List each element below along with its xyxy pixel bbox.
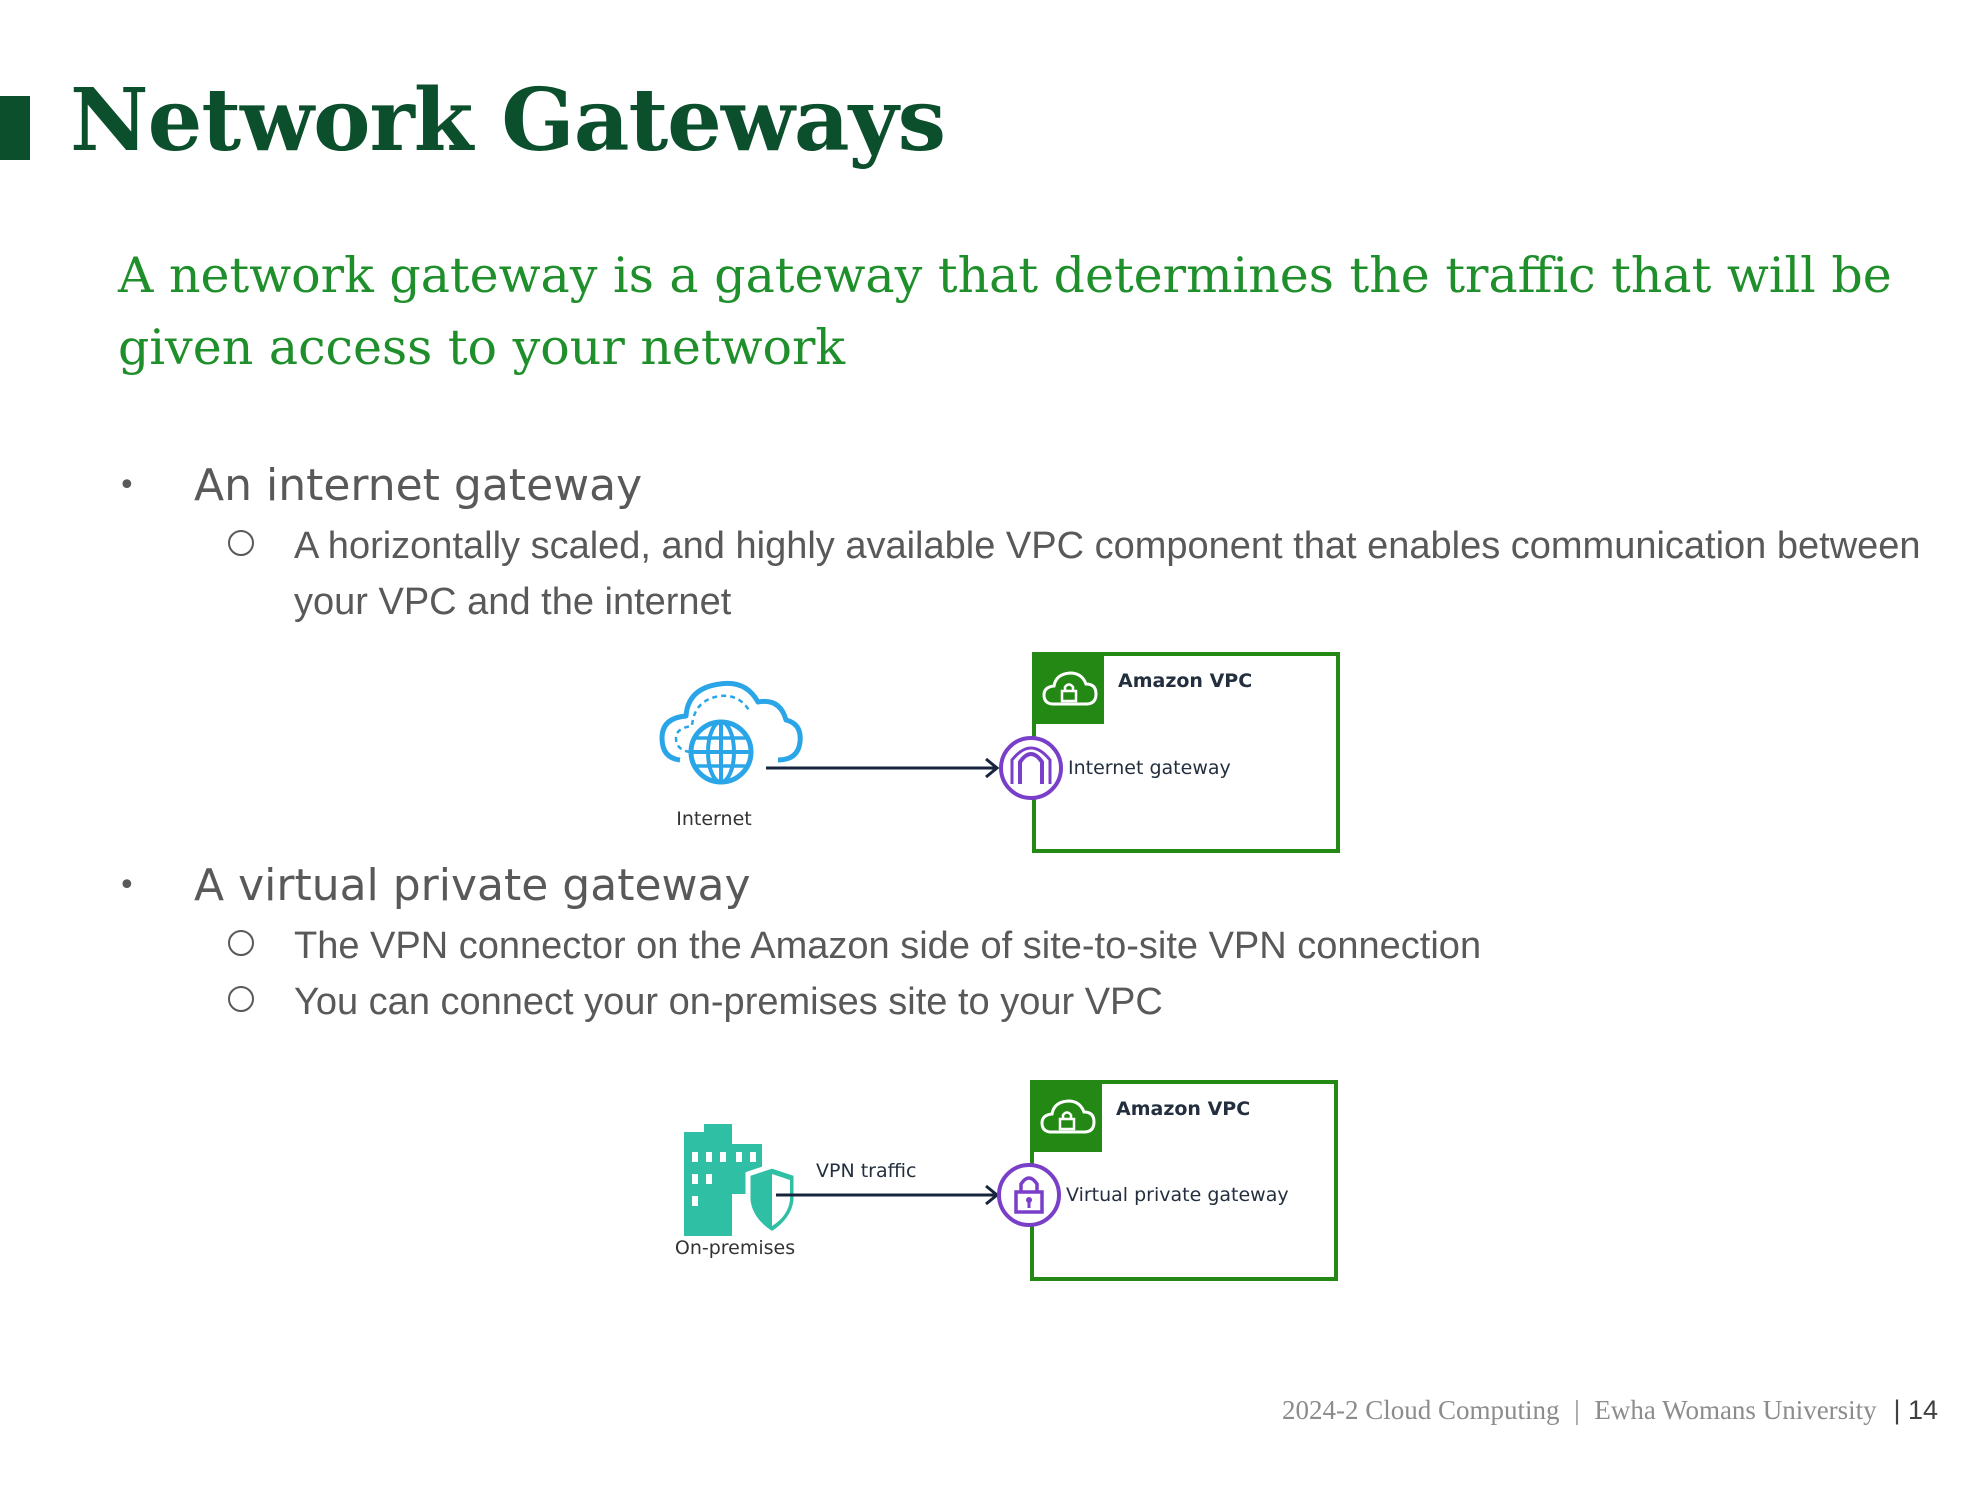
- arrow-icon: [766, 757, 1000, 779]
- on-premises-building-icon: [684, 1124, 799, 1237]
- bullet-dot-icon: •: [118, 468, 136, 503]
- virtual-private-gateway-lock-icon: [997, 1163, 1061, 1227]
- vpc-cloud-lock-icon: [1042, 671, 1098, 706]
- title-accent-bar: [0, 96, 30, 160]
- footer-university: Ewha Womans University: [1594, 1395, 1877, 1425]
- gateway-label: Virtual private gateway: [1066, 1184, 1289, 1206]
- subitem-text: A horizontally scaled, and highly availa…: [294, 525, 1921, 623]
- subitem-text: The VPN connector on the Amazon side of …: [294, 925, 1482, 967]
- page-number: | 14: [1893, 1395, 1938, 1425]
- slide-subtitle: A network gateway is a gateway that dete…: [118, 247, 1892, 376]
- bullet-label: An internet gateway: [194, 460, 643, 511]
- gateway-label: Internet gateway: [1068, 757, 1231, 779]
- on-premises-label: On-premises: [675, 1237, 795, 1259]
- vpc-label: Amazon VPC: [1118, 670, 1252, 692]
- slide-title: Network Gateways: [70, 70, 946, 171]
- footer-separator: |: [1574, 1395, 1580, 1425]
- bullet-label: A virtual private gateway: [194, 860, 751, 911]
- arrow-icon: [776, 1184, 1000, 1206]
- internet-gateway-diagram: Internet Amazon VPC Internet gateway: [659, 652, 1340, 853]
- bullet-dot-icon: •: [118, 868, 136, 903]
- hollow-circle-bullet-icon: [228, 930, 254, 956]
- internet-label: Internet: [676, 808, 751, 830]
- hollow-circle-bullet-icon: [228, 530, 254, 556]
- hollow-circle-bullet-icon: [228, 986, 254, 1012]
- virtual-private-gateway-diagram: On-premises VPN traffic Amazon VPC Virtu…: [675, 1080, 1338, 1281]
- slide-footer: 2024-2 Cloud Computing | Ewha Womans Uni…: [1282, 1395, 1938, 1426]
- internet-gateway-icon: [999, 736, 1063, 800]
- vpc-label: Amazon VPC: [1116, 1098, 1250, 1120]
- vpn-traffic-label: VPN traffic: [816, 1160, 916, 1182]
- subitem-text: You can connect your on-premises site to…: [294, 981, 1163, 1023]
- footer-course: 2024-2 Cloud Computing: [1281, 1395, 1560, 1425]
- vpc-cloud-lock-icon: [1040, 1099, 1096, 1134]
- internet-cloud-icon: [659, 680, 803, 785]
